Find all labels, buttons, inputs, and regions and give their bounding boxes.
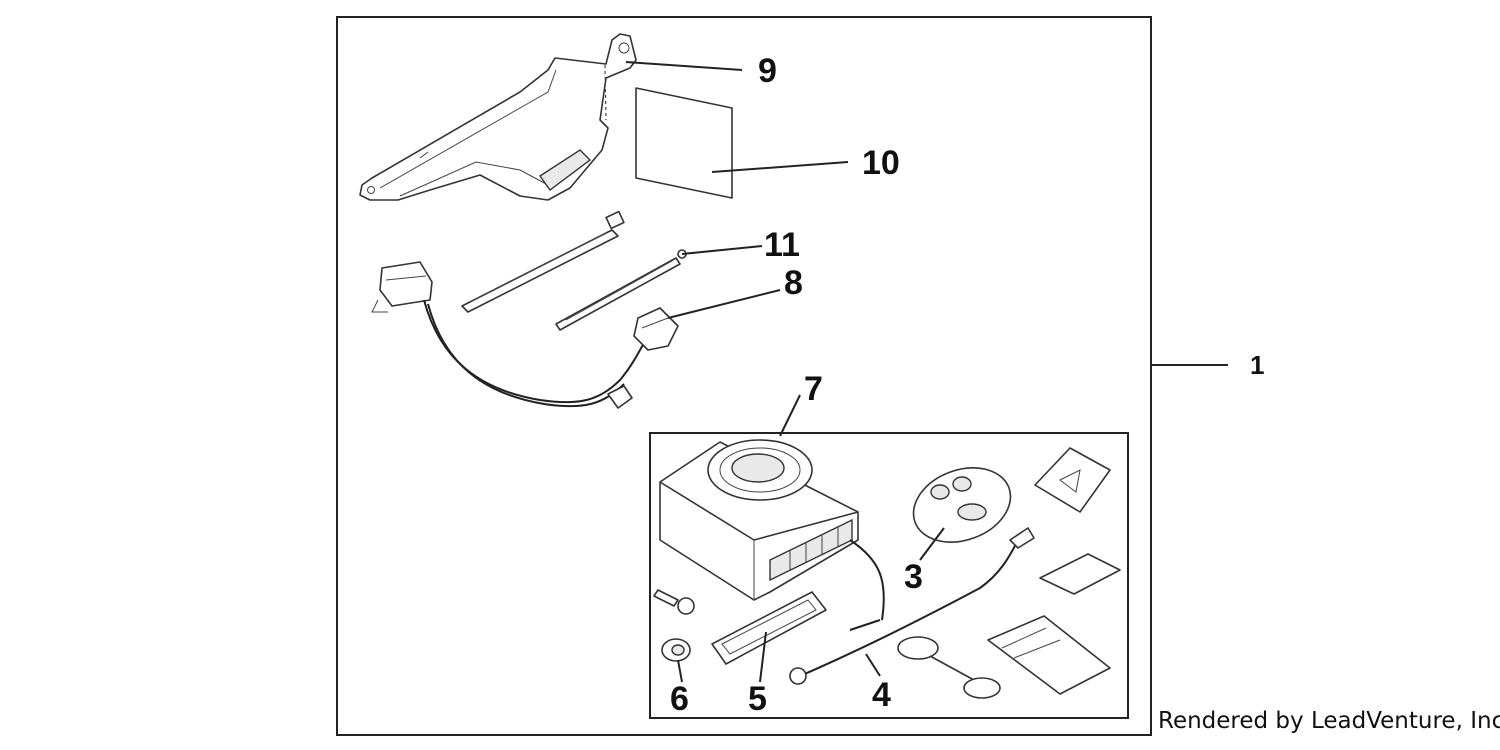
pad-part[interactable] bbox=[635, 87, 733, 199]
render-credit: Rendered by LeadVenture, Inc. bbox=[1158, 708, 1500, 734]
wire-harness-part[interactable] bbox=[371, 261, 679, 409]
callout-1: 1 bbox=[1250, 350, 1264, 380]
kit-frame bbox=[336, 16, 1152, 736]
callout-10: 10 bbox=[862, 144, 900, 182]
screw-part[interactable] bbox=[653, 589, 695, 615]
cable-tie-part[interactable] bbox=[461, 210, 687, 331]
callout-5: 5 bbox=[748, 680, 767, 718]
grommet-part[interactable] bbox=[661, 638, 691, 662]
leader-lines bbox=[625, 61, 1228, 683]
lead-wire-part[interactable] bbox=[789, 527, 1035, 699]
callout-6: 6 bbox=[670, 680, 689, 718]
subassembly-frame bbox=[649, 432, 1129, 719]
card-part bbox=[1034, 447, 1111, 513]
manual-part bbox=[987, 615, 1111, 695]
callout-4: 4 bbox=[872, 676, 891, 714]
callout-9: 9 bbox=[758, 52, 777, 90]
bracket-part[interactable] bbox=[359, 33, 637, 201]
remote-transmitter-part[interactable] bbox=[903, 455, 1021, 555]
alarm-unit-part[interactable] bbox=[659, 439, 885, 631]
gasket-part[interactable] bbox=[711, 591, 827, 665]
callout-8: 8 bbox=[784, 264, 803, 302]
callout-11: 11 bbox=[764, 226, 800, 264]
sticker-part bbox=[1039, 553, 1121, 595]
callout-3: 3 bbox=[904, 558, 923, 596]
callout-7: 7 bbox=[804, 370, 823, 408]
